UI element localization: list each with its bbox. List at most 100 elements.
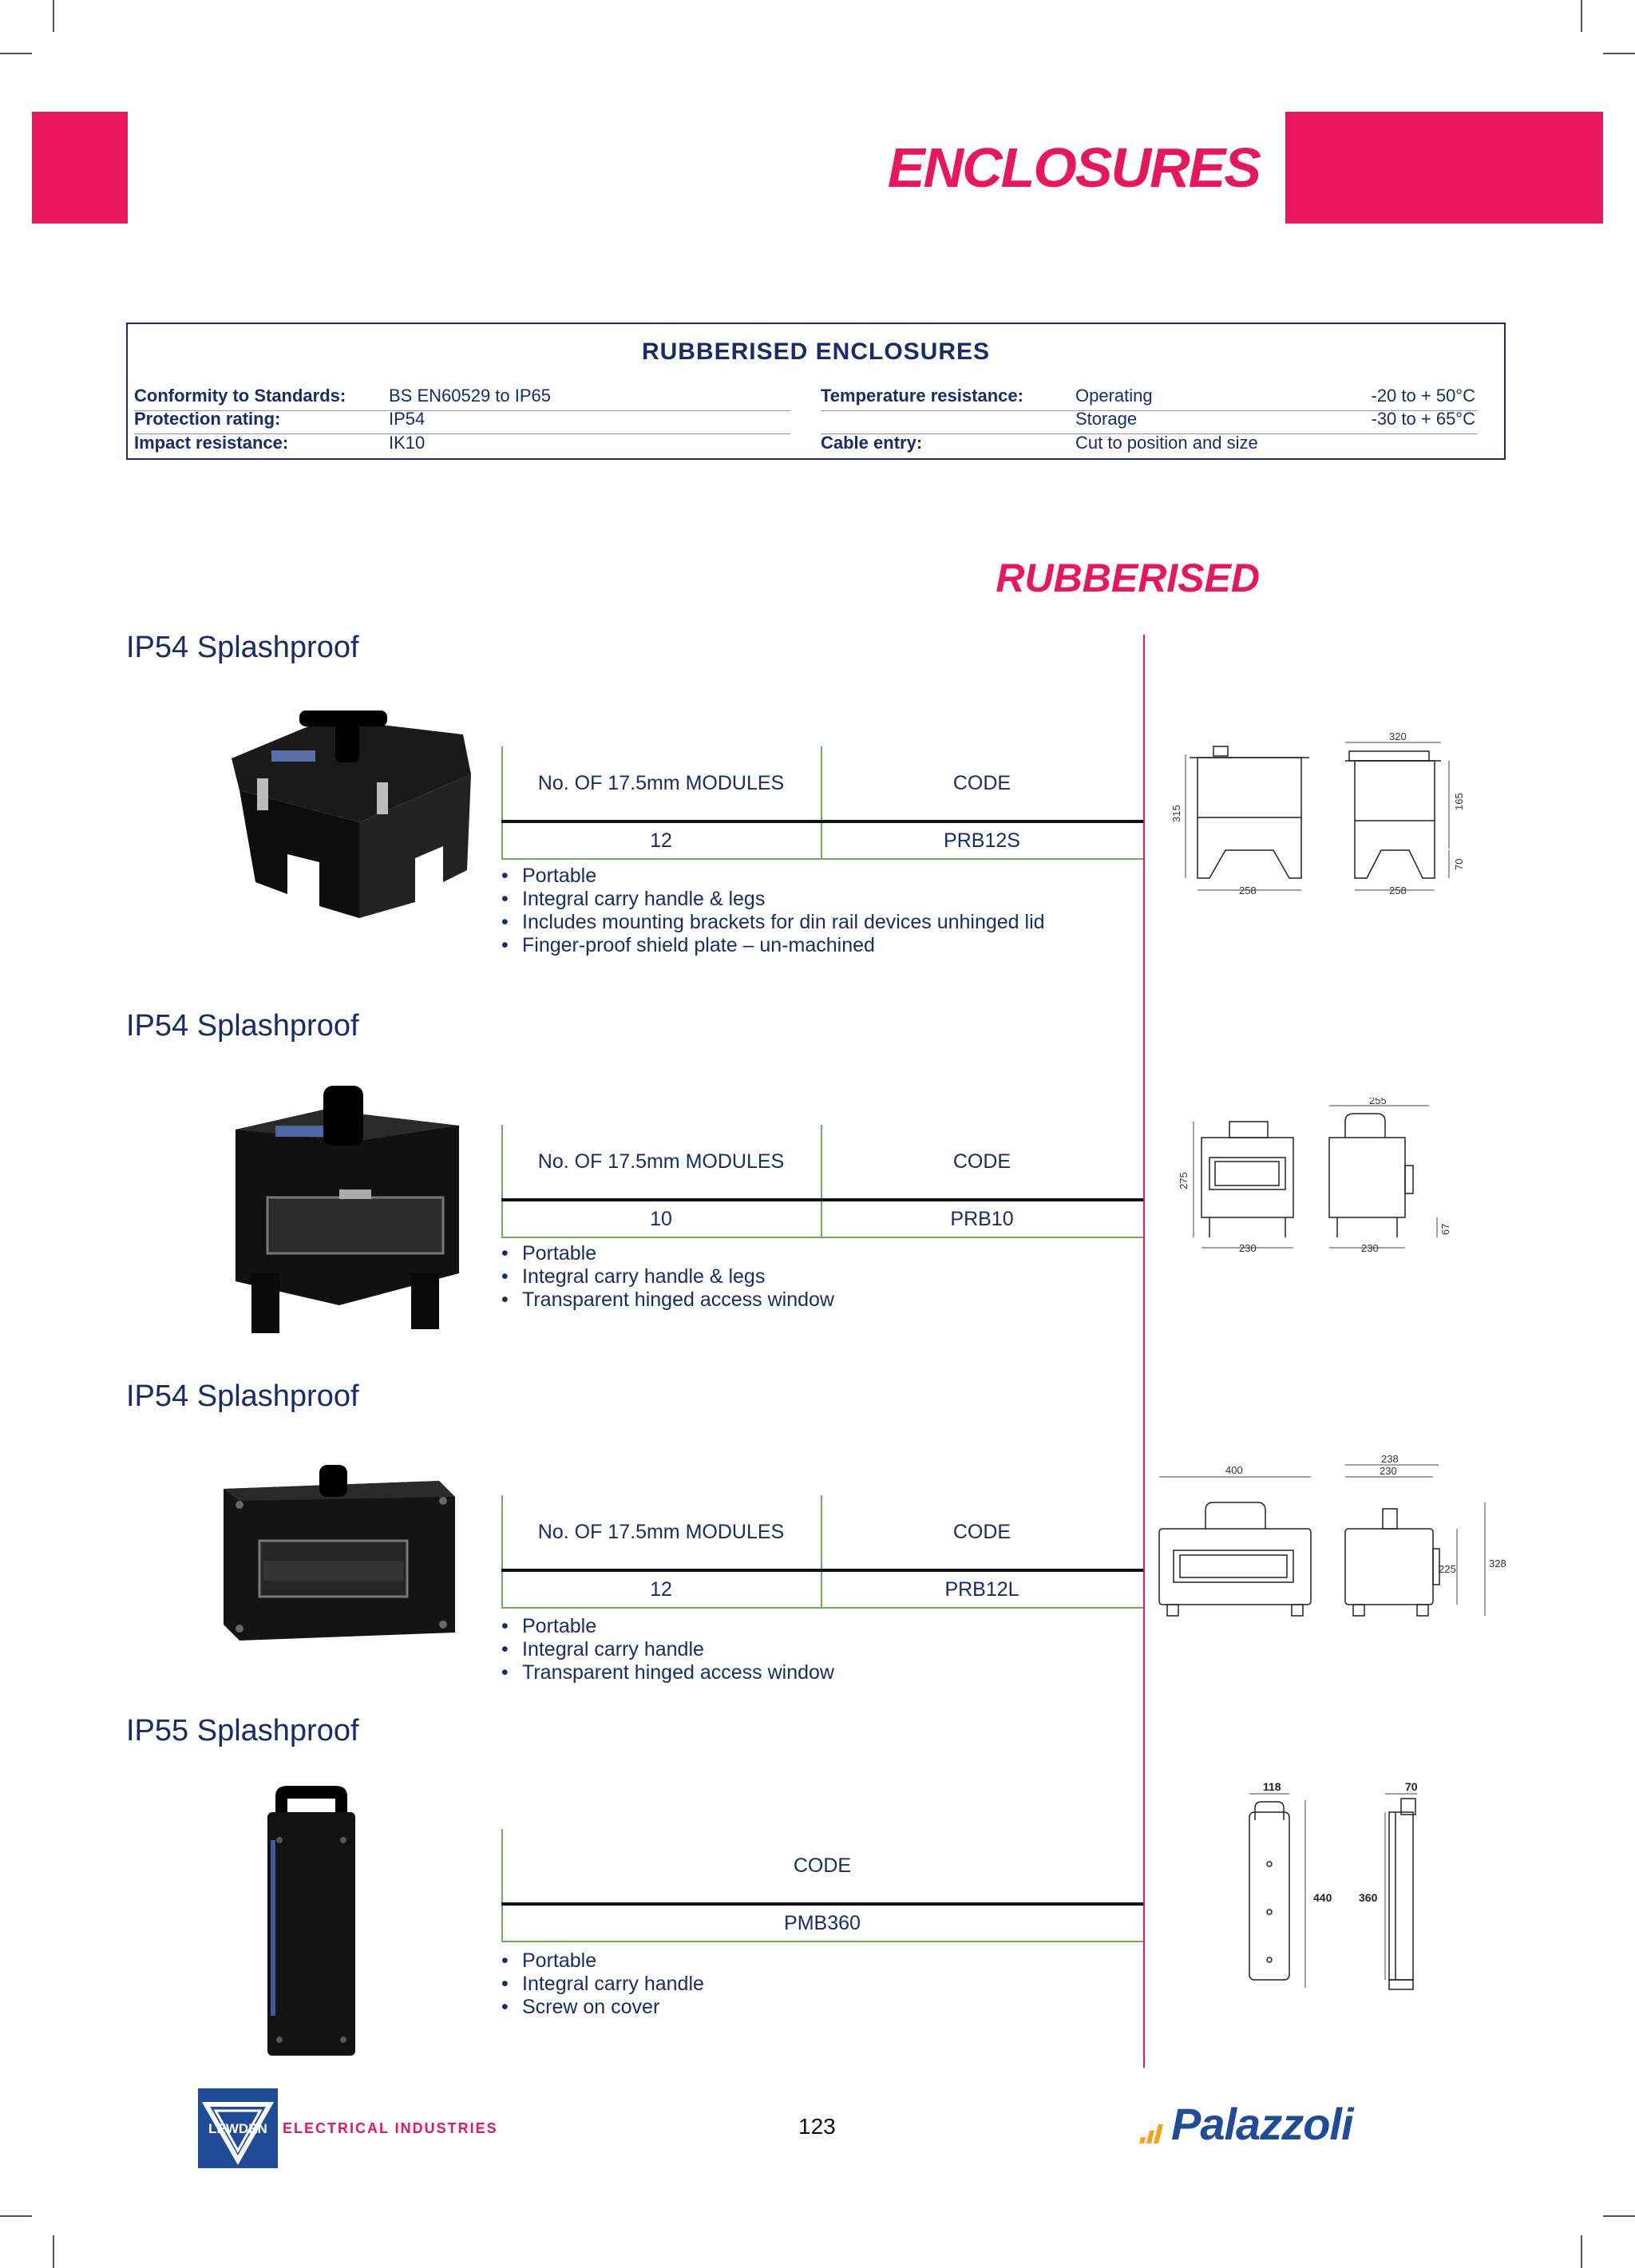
dimension-drawing-prb12s: 315 258 258 320 165 70: [1170, 730, 1465, 897]
spec-label-impact: Impact resistance:: [134, 433, 289, 453]
dimension-drawing-prb12l: 400 238 230 225 328: [1158, 1453, 1506, 1617]
list-item: Screw on cover: [501, 1996, 704, 2019]
feature-list: Portable Integral carry handle Screw on …: [501, 1949, 704, 2019]
dimension-drawing-pmb360: 118 70 440 360: [1249, 1780, 1418, 1990]
cell-modules: 12: [650, 829, 672, 852]
product-title: IP54 Splashproof: [126, 1379, 359, 1413]
dim-label: 400: [1225, 1464, 1243, 1476]
spec-box-title: RUBBERISED ENCLOSURES: [641, 338, 991, 365]
col-header-code: CODE: [952, 1521, 1011, 1543]
list-item: Portable: [501, 1615, 834, 1638]
spec-rule: [134, 410, 790, 411]
list-item: Portable: [501, 1242, 834, 1265]
crop-mark: [1603, 53, 1635, 54]
product-photo-prb12l: [224, 1465, 455, 1641]
dim-label: 238: [1381, 1453, 1399, 1465]
header-pink-block-left: [32, 112, 128, 224]
dim-label: 315: [1170, 805, 1182, 822]
spec-rule: [821, 410, 1477, 411]
cell-code: PRB12S: [944, 829, 1020, 852]
table-rule: [501, 1569, 1143, 1572]
dim-label: 255: [1369, 1098, 1387, 1106]
product-photo-prb12s: [232, 710, 471, 918]
table-rule: [501, 1237, 1143, 1238]
crop-mark: [1581, 0, 1582, 32]
page-title: ENCLOSURES: [887, 137, 1261, 199]
product-table: No. OF 17.5mm MODULES CODE 12 PRB12S: [501, 746, 1143, 860]
list-item: Integral carry handle & legs: [501, 888, 1045, 911]
product-photo-pmb360: [267, 1786, 355, 2056]
table-border: [501, 1495, 503, 1609]
dim-label: 230: [1380, 1465, 1397, 1477]
dim-label: 320: [1389, 730, 1407, 742]
spec-storage-label: Storage: [1075, 409, 1138, 429]
table-rule: [501, 820, 1143, 823]
list-item: Includes mounting brackets for din rail …: [501, 911, 1045, 934]
spec-value-impact: IK10: [389, 433, 426, 453]
list-item: Portable: [501, 865, 1045, 888]
dim-label: 328: [1489, 1558, 1506, 1569]
palazzoli-logo: Palazzoli: [1138, 2099, 1354, 2149]
list-item: Integral carry handle & legs: [501, 1265, 834, 1288]
dim-label: 67: [1439, 1224, 1451, 1235]
col-header-code: CODE: [952, 1150, 1011, 1173]
spec-rule: [821, 433, 1477, 434]
dim-label: 275: [1178, 1172, 1190, 1189]
list-item: Integral carry handle: [501, 1973, 704, 1996]
spec-storage-value: -30 to + 65°C: [1371, 409, 1476, 429]
table-border: [501, 1125, 503, 1238]
table-border: [501, 1829, 503, 1942]
crop-mark: [1603, 2215, 1635, 2217]
feature-list: Portable Integral carry handle Transpare…: [501, 1615, 834, 1684]
table-rule: [501, 1941, 1143, 1942]
product-table: CODE PMB360: [501, 1829, 1143, 1942]
palazzoli-bars-icon: [1139, 2124, 1163, 2143]
col-header-modules: No. OF 17.5mm MODULES: [537, 1521, 785, 1543]
product-title: IP54 Splashproof: [126, 631, 359, 664]
table-rule: [501, 1198, 1143, 1201]
spec-label-cable: Cable entry:: [821, 433, 923, 453]
spec-rule: [134, 433, 790, 434]
table-border: [821, 746, 822, 860]
table-border: [821, 1495, 822, 1609]
feature-list: Portable Integral carry handle & legs In…: [501, 865, 1045, 957]
lewden-logo-text: LEWDEN: [208, 2121, 267, 2136]
spec-operating-value: -20 to + 50°C: [1371, 386, 1476, 406]
dim-label: 70: [1405, 1780, 1418, 1793]
list-item: Integral carry handle: [501, 1638, 834, 1661]
dim-label: 230: [1361, 1242, 1379, 1254]
spec-label-conformity: Conformity to Standards:: [134, 386, 346, 406]
lewden-brand-text: ELECTRICAL INDUSTRIES: [283, 2120, 498, 2136]
product-table: No. OF 17.5mm MODULES CODE 10 PRB10: [501, 1125, 1143, 1238]
cell-modules: 12: [650, 1578, 672, 1601]
dim-label: 225: [1439, 1563, 1456, 1575]
dim-label: 258: [1389, 885, 1407, 897]
spec-label-temperature: Temperature resistance:: [821, 386, 1023, 406]
spec-value-protection: IP54: [389, 409, 426, 429]
cell-code: PRB12L: [944, 1578, 1019, 1601]
col-header-modules: No. OF 17.5mm MODULES: [537, 772, 785, 794]
table-border: [501, 746, 503, 860]
crop-mark: [0, 53, 32, 54]
list-item: Finger-proof shield plate – un-machined: [501, 934, 1045, 957]
table-rule: [501, 858, 1143, 860]
crop-mark: [0, 2215, 32, 2217]
section-title: RUBBERISED: [996, 556, 1260, 600]
dim-label: 360: [1359, 1891, 1378, 1904]
column-divider: [1143, 635, 1145, 2068]
spec-label-protection: Protection rating:: [134, 409, 281, 429]
crop-mark: [53, 2235, 54, 2268]
crop-mark: [53, 0, 54, 32]
product-photo-prb10: [236, 1086, 459, 1333]
palazzoli-wordmark: Palazzoli: [1171, 2099, 1354, 2149]
dim-label: 440: [1313, 1891, 1332, 1904]
list-item: Transparent hinged access window: [501, 1288, 834, 1312]
table-rule: [501, 1902, 1143, 1906]
dim-label: 118: [1263, 1780, 1281, 1793]
page-number: 123: [798, 2114, 836, 2139]
col-header-code: CODE: [793, 1854, 852, 1877]
crop-mark: [1581, 2235, 1582, 2268]
product-table: No. OF 17.5mm MODULES CODE 12 PRB12L: [501, 1495, 1143, 1609]
col-header-modules: No. OF 17.5mm MODULES: [537, 1150, 785, 1173]
cell-code: PRB10: [950, 1208, 1014, 1230]
